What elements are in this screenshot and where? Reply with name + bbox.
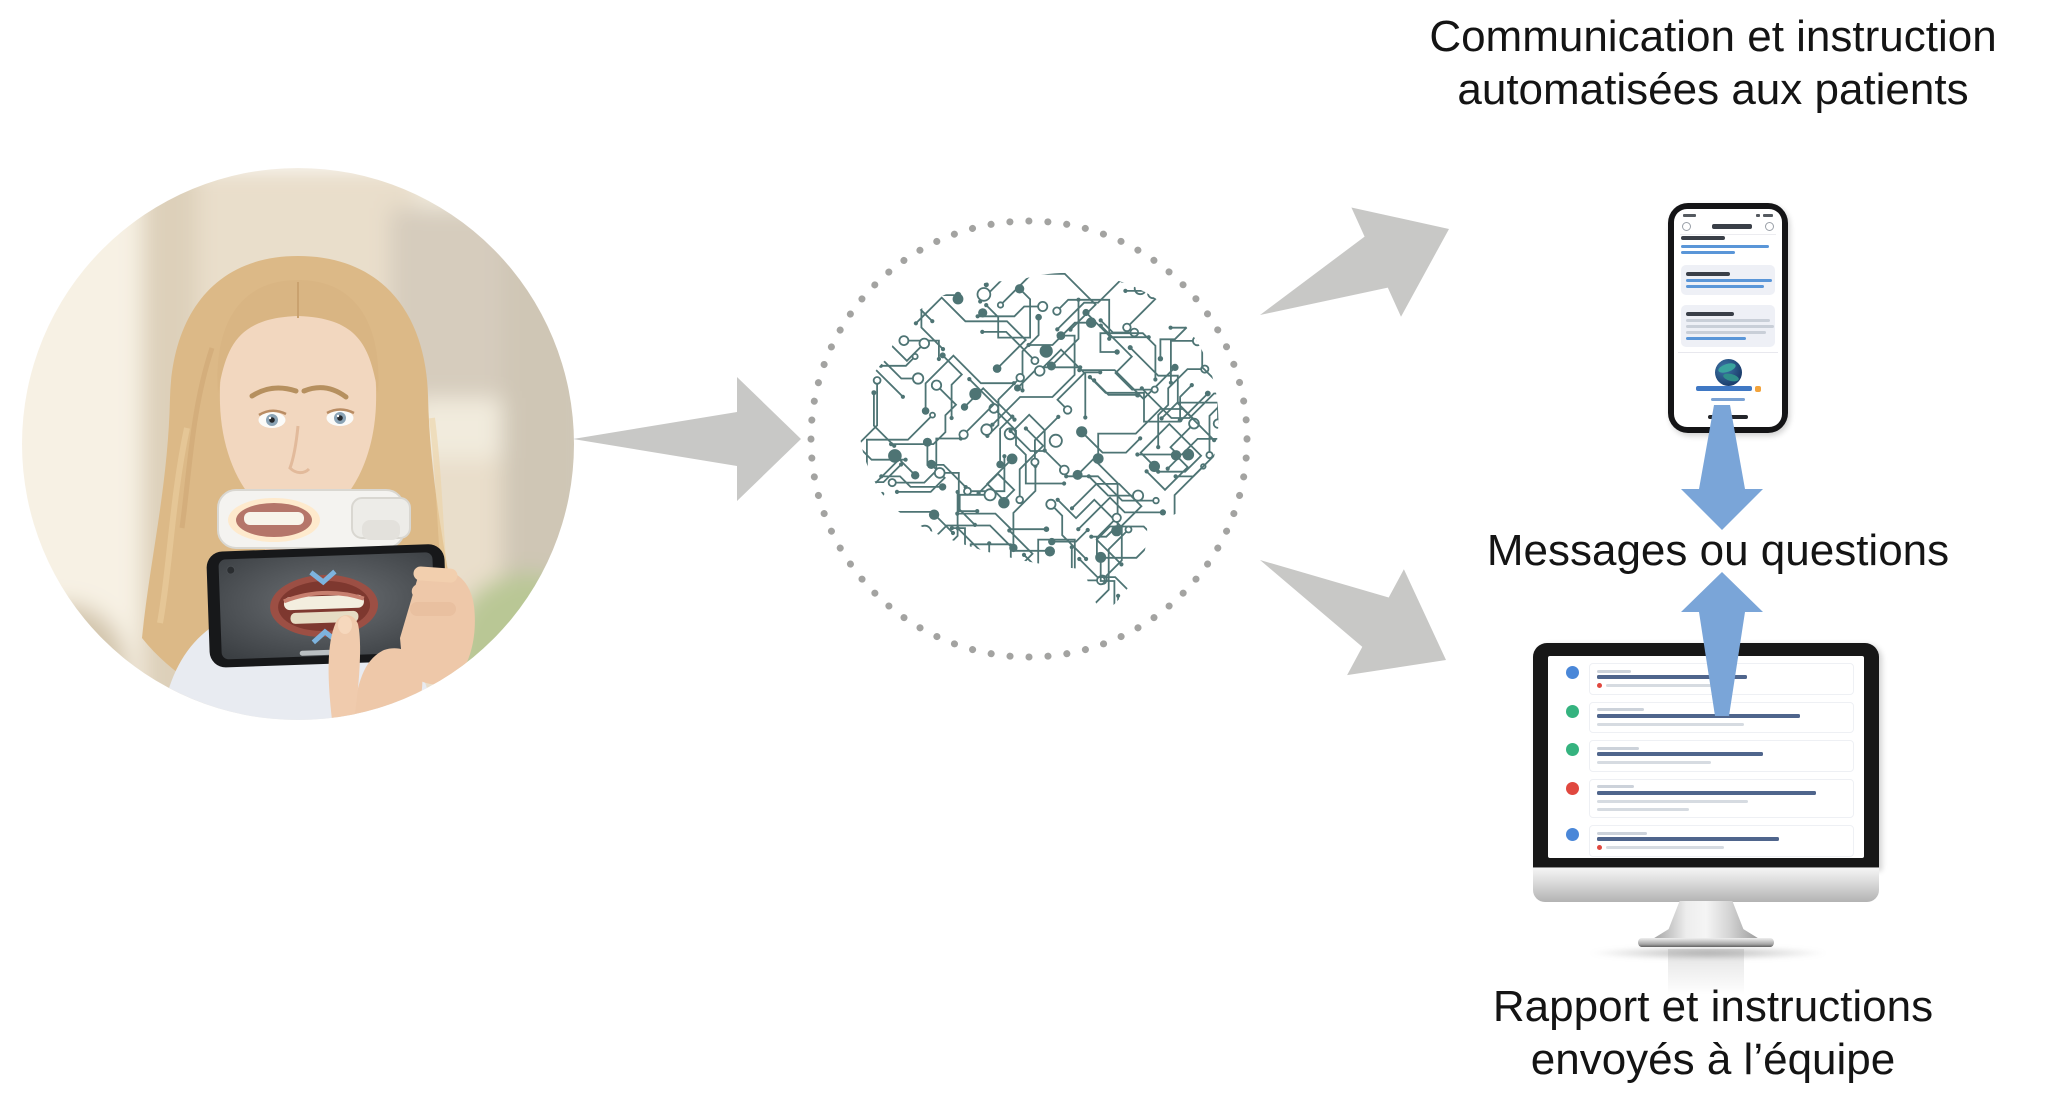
notification-row [1566, 663, 1854, 695]
settings-icon [1765, 222, 1774, 231]
phone-status-bar [1681, 213, 1775, 218]
status-circle-icon [1566, 743, 1579, 756]
link-text-skeleton [1681, 245, 1769, 248]
chevron-down-icon [309, 569, 337, 586]
arrow-right-icon [1260, 207, 1449, 317]
notification-card [1589, 740, 1854, 772]
section-title-skeleton [1681, 236, 1725, 240]
caption-line: envoyés à l’équipe [1530, 1035, 1896, 1084]
smartphone-mockup [1668, 203, 1788, 433]
notification-card [1589, 825, 1854, 857]
monitor-shadow [1588, 946, 1828, 960]
phone-cta-skeleton [1674, 386, 1782, 392]
monitor-base [1638, 938, 1774, 947]
notification-row [1566, 701, 1854, 733]
caption-line: Communication et instruction [1429, 12, 1997, 61]
ai-brain-icon [807, 217, 1251, 661]
caption-line: Rapport et instructions [1492, 982, 1934, 1031]
phone-screen [1674, 209, 1782, 427]
phone-app-header [1680, 221, 1776, 235]
message-card [1681, 265, 1775, 295]
status-circle-icon [1566, 781, 1579, 795]
alert-dot-icon [1597, 683, 1602, 688]
caption-messages: Messages ou questions [1486, 526, 1950, 575]
phone-app-title-skeleton [1712, 224, 1752, 229]
caption-line: automatisées aux patients [1457, 65, 1969, 114]
globe-icon [1714, 359, 1742, 386]
caption-team-report: Rapport et instructions envoyés à l’équi… [1448, 980, 1978, 1086]
patient-photo-illustration [22, 168, 574, 720]
status-circle-icon [1566, 828, 1579, 841]
link-text-skeleton [1681, 251, 1735, 254]
notification-card [1589, 701, 1854, 733]
arrow-right-icon [573, 377, 801, 501]
monitor-stand [1651, 901, 1761, 940]
message-card [1681, 305, 1775, 347]
monitor-reflection [1668, 949, 1744, 995]
notification-card [1589, 778, 1854, 818]
arrow-right-icon [1260, 560, 1446, 676]
divider [1678, 352, 1778, 353]
monitor-chin [1533, 867, 1879, 902]
status-circle-icon [1566, 666, 1579, 679]
monitor-notification-list [1548, 656, 1864, 858]
notification-row [1566, 740, 1854, 772]
alert-dot-icon [1597, 845, 1602, 850]
patient-photo [22, 168, 574, 720]
monitor-screen [1548, 656, 1864, 858]
dotted-circle [807, 217, 1251, 661]
caption-patient-communication: Communication et instruction automatisée… [1368, 10, 2048, 116]
notification-row [1566, 825, 1854, 857]
dental-scan-device [217, 489, 411, 549]
phone-subtext-skeleton [1711, 398, 1745, 401]
notification-row [1566, 778, 1854, 818]
back-icon [1682, 222, 1691, 231]
notification-card [1589, 663, 1854, 695]
status-circle-icon [1566, 704, 1579, 718]
desktop-monitor-mockup [1533, 643, 1879, 995]
home-indicator [1708, 415, 1748, 419]
hand-emoji-icon [1754, 386, 1761, 392]
